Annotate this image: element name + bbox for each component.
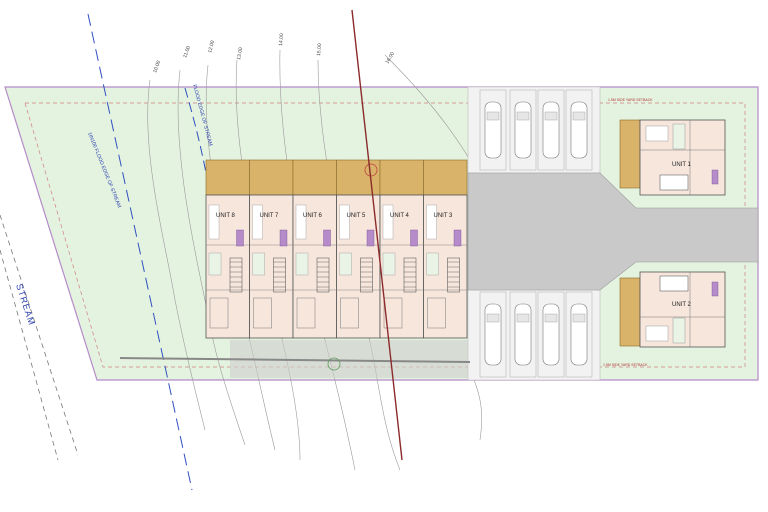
contour-labels: 10.00 11.00 12.00 13.00 14.00 15.00 16.0… (152, 33, 396, 74)
svg-text:12.00: 12.00 (207, 40, 216, 54)
row-unit: UNIT 6 (292, 159, 337, 339)
svg-text:10.00: 10.00 (152, 60, 162, 74)
stair (316, 257, 330, 293)
sofa (382, 204, 394, 240)
bathroom (236, 229, 244, 247)
kitchen (427, 297, 446, 329)
dining-table (252, 252, 265, 276)
parking-bay (537, 291, 565, 378)
car-windshield (486, 111, 500, 121)
svg-text:15.00: 15.00 (316, 43, 323, 56)
stair (403, 257, 417, 293)
bathroom (410, 229, 418, 247)
car-windshield (544, 313, 558, 323)
parking-bay (479, 89, 507, 171)
car-windshield (516, 111, 530, 121)
parking-bay (537, 89, 565, 171)
unit-label: UNIT 7 (260, 213, 280, 219)
dining-table (426, 252, 439, 276)
car-windshield (572, 313, 586, 323)
bathroom (366, 229, 375, 247)
right-unit-1: UNIT 1 (619, 119, 726, 196)
row-unit: UNIT 5 (336, 159, 381, 339)
sofa (339, 204, 350, 240)
dining-table (382, 252, 396, 276)
stair (229, 257, 243, 293)
parking-bays (479, 89, 593, 378)
car-outline (570, 303, 588, 366)
row-unit: UNIT 7 (249, 159, 294, 339)
car-outline (514, 101, 532, 159)
deck (379, 159, 424, 196)
car-outline (570, 101, 588, 159)
car-outline (484, 101, 502, 159)
sofa (208, 204, 220, 240)
parking-bay (479, 291, 507, 378)
bathroom (323, 229, 331, 247)
unit-label: UNIT 5 (347, 213, 367, 219)
unit-label: UNIT 8 (216, 213, 236, 219)
stair (273, 257, 286, 293)
car-windshield (516, 313, 530, 323)
dining-table (295, 252, 309, 276)
row-unit: UNIT 8 (205, 159, 250, 339)
svg-text:16.00: 16.00 (385, 51, 397, 65)
unit-label: UNIT 6 (303, 213, 323, 219)
row-unit: UNIT 4 (379, 159, 424, 339)
right-unit-2: UNIT 2 (619, 271, 726, 348)
row-units: UNIT 8 UNIT 7 UNIT 6 UNIT 5 UNIT 4 UNIT 3 (205, 159, 468, 339)
sofa (426, 204, 437, 240)
stream-lines (0, 214, 79, 461)
car-outline (542, 303, 560, 366)
car-windshield (544, 111, 558, 121)
unit-label: UNIT 2 (672, 302, 692, 308)
parking-bay (509, 89, 537, 171)
svg-text:14.00: 14.00 (278, 33, 285, 46)
parking-bay (565, 89, 593, 171)
setback-label-bottom: 1.5M SIDE YARD SETBACK (603, 363, 648, 367)
stream-label: STREAM (14, 283, 37, 327)
parking-bay (509, 291, 537, 378)
deck (205, 159, 250, 196)
stair (360, 257, 373, 293)
deck (423, 159, 468, 196)
kitchen (340, 297, 359, 329)
sofa (252, 204, 263, 240)
row-unit: UNIT 3 (423, 159, 468, 339)
car-outline (484, 303, 502, 366)
car-windshield (486, 313, 500, 323)
car-outline (514, 303, 532, 366)
parking-bay (565, 291, 593, 378)
car-windshield (572, 111, 586, 121)
bathroom (279, 229, 288, 247)
svg-text:11.00: 11.00 (182, 45, 192, 59)
kitchen (209, 297, 229, 329)
svg-text:13.00: 13.00 (236, 47, 244, 61)
kitchen (296, 297, 316, 329)
deck (336, 159, 381, 196)
sofa (295, 204, 307, 240)
easement-line (351, 9, 403, 461)
fence-line (119, 357, 471, 363)
setback-label-top: 1.5M SIDE YARD SETBACK (608, 98, 653, 102)
stair (447, 257, 460, 293)
kitchen (253, 297, 272, 329)
car-outline (542, 101, 560, 159)
deck (292, 159, 337, 196)
deck (249, 159, 294, 196)
unit-label: UNIT 1 (672, 162, 692, 168)
tree-symbol (327, 357, 341, 371)
dining-table (208, 252, 222, 276)
bathroom (453, 229, 462, 247)
unit-label: UNIT 4 (390, 213, 410, 219)
unit-label: UNIT 3 (434, 213, 454, 219)
dining-table (339, 252, 352, 276)
kitchen (383, 297, 403, 329)
